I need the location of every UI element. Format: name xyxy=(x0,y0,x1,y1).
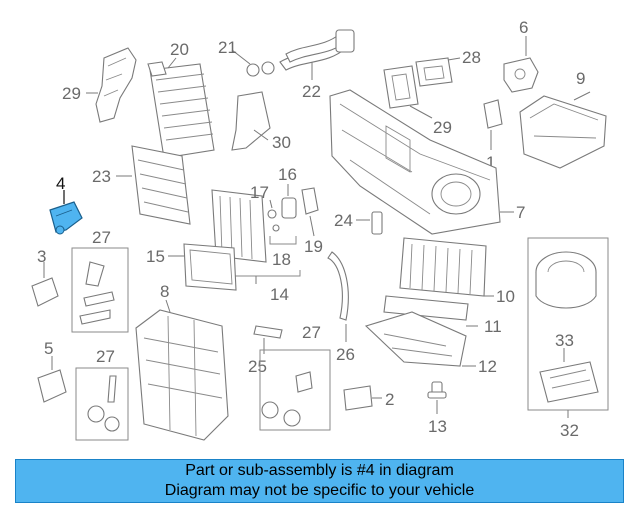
callout-33: 33 xyxy=(555,331,574,350)
callout-16: 16 xyxy=(278,165,297,184)
part-7-hvac-housing xyxy=(329,89,501,235)
part-30-bracket xyxy=(95,47,137,123)
part-17-oring xyxy=(267,209,280,232)
callout-19: 19 xyxy=(304,237,323,256)
callout-7: 7 xyxy=(516,203,525,222)
callout-8: 8 xyxy=(160,282,169,301)
part-9-housing xyxy=(519,95,607,169)
part-4-highlighted xyxy=(49,201,83,235)
callout-27-c: 27 xyxy=(302,323,321,342)
info-banner: Part or sub-assembly is #4 in diagram Di… xyxy=(15,459,624,503)
callout-12: 12 xyxy=(478,357,497,376)
callout-5: 5 xyxy=(44,339,53,358)
callout-11: 11 xyxy=(484,317,502,336)
banner-line-2: Diagram may not be specific to your vehi… xyxy=(164,482,475,499)
part-32-blower-motor xyxy=(535,251,597,309)
part-14-evaporator xyxy=(211,189,267,263)
part-27-clips-a xyxy=(79,261,115,325)
callout-26: 26 xyxy=(336,345,355,364)
callout-20: 20 xyxy=(170,40,189,59)
part-2-resistor xyxy=(343,385,373,411)
part-24-sensor xyxy=(371,211,383,235)
part-15-filter xyxy=(183,243,237,291)
callout-32: 32 xyxy=(560,421,579,440)
part-33-control-module xyxy=(539,361,599,403)
callout-27-a: 27 xyxy=(92,228,111,247)
part-16-valve xyxy=(281,197,297,219)
part-20-heater-core xyxy=(147,61,215,159)
part-27-clips-c xyxy=(261,371,313,427)
callout-1: 1 xyxy=(486,153,495,172)
callout-27-b: 27 xyxy=(96,347,115,366)
callout-6: 6 xyxy=(519,18,528,37)
callout-18: 18 xyxy=(272,250,291,269)
callout-4: 4 xyxy=(56,174,65,193)
part-28-gasket xyxy=(415,57,453,87)
part-23-core xyxy=(131,145,191,225)
callout-29: 29 xyxy=(433,118,452,137)
banner-line-1: Part or sub-assembly is #4 in diagram xyxy=(185,462,454,479)
part-22-coolant-pipes xyxy=(279,29,355,71)
part-25-sensor xyxy=(253,325,283,339)
callout-28: 28 xyxy=(462,48,481,67)
callout-17: 17 xyxy=(250,183,269,202)
part-31-bracket xyxy=(231,91,271,151)
part-8-heater-box xyxy=(135,309,229,441)
part-6-actuator xyxy=(503,57,539,93)
callout-31: 30 xyxy=(272,133,291,152)
callout-2: 2 xyxy=(385,390,394,409)
callout-30: 29 xyxy=(62,84,81,103)
callout-25: 25 xyxy=(248,357,267,376)
part-5-actuator xyxy=(37,369,67,403)
callout-9: 9 xyxy=(576,69,585,88)
part-13-clip xyxy=(427,381,447,399)
callout-10: 10 xyxy=(496,287,515,306)
part-26-hose xyxy=(327,251,349,321)
callout-23: 23 xyxy=(92,167,111,186)
part-10-cabin-filter xyxy=(399,237,487,297)
part-29-seal-frame xyxy=(383,65,419,109)
part-1-sensor xyxy=(483,99,503,129)
part-27-clips-b xyxy=(87,375,120,432)
part-12-panel xyxy=(364,311,467,367)
callout-3: 3 xyxy=(37,247,46,266)
callout-13: 13 xyxy=(428,417,447,436)
part-3-actuator xyxy=(31,277,59,307)
callout-24: 24 xyxy=(334,211,353,230)
callout-15: 15 xyxy=(146,247,165,266)
callout-14: 14 xyxy=(270,285,289,304)
callout-22: 22 xyxy=(302,82,321,101)
parts-diagram: 29 20 21 22 28 29 6 9 xyxy=(31,18,609,441)
callout-21: 21 xyxy=(218,38,237,57)
part-21-seal xyxy=(246,61,275,77)
part-19-connector xyxy=(301,187,319,215)
